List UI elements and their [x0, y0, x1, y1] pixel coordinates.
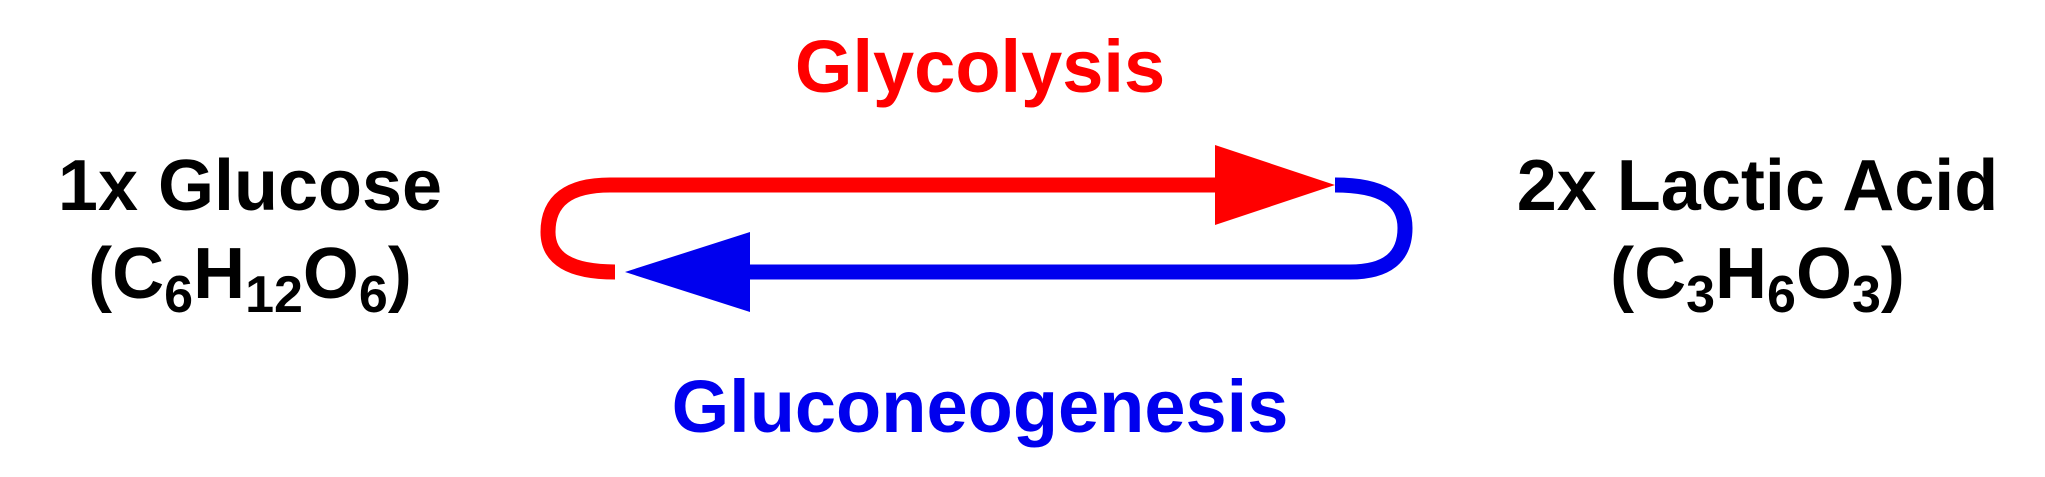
gluconeogenesis-arrowhead: [625, 232, 750, 312]
glucose-node: 1x Glucose (C6H12O6): [20, 146, 480, 324]
gluconeogenesis-label: Gluconeogenesis: [671, 365, 1289, 448]
glycolysis-label: Glycolysis: [794, 25, 1166, 108]
glycolysis-arrow-path: [540, 177, 1230, 280]
lactic-acid-formula: (C3H6O3): [1610, 234, 1905, 324]
gluconeogenesis-arrow-path: [740, 177, 1413, 280]
lactic-acid-name: 2x Lactic Acid: [1516, 146, 1999, 226]
glucose-formula: (C6H12O6): [88, 234, 412, 324]
glucose-name: 1x Glucose: [57, 146, 443, 226]
lactic-acid-node: 2x Lactic Acid (C3H6O3): [1470, 146, 2045, 324]
glycolysis-arrowhead: [1215, 145, 1335, 225]
